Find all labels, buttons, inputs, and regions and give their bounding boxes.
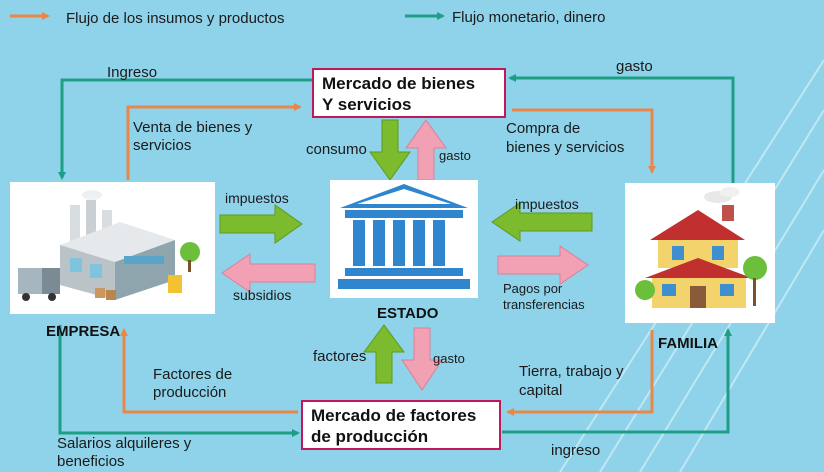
arrow-gasto-top	[405, 119, 447, 181]
label-salarios-line1: Salarios alquileres y	[57, 435, 192, 452]
label-factores-prod-line1: Factores de	[153, 366, 233, 383]
label-ingreso-top: Ingreso	[107, 64, 158, 81]
label-venta-line1: Venta de bienes y	[133, 119, 253, 136]
arrow-factores	[363, 324, 405, 384]
mercado-bienes-box: Mercado de bienes Y servicios	[312, 68, 506, 118]
arrow-gasto-bottom	[401, 327, 443, 391]
label-subsidios: subsidios	[233, 287, 292, 303]
label-factores-prod-line2: producción	[153, 384, 227, 401]
label-pagos-line2: transferencias	[503, 297, 585, 312]
arrow-impuestos-right	[491, 202, 593, 242]
label-tierra-line2: capital	[519, 382, 563, 399]
label-consumo: consumo	[306, 141, 367, 158]
mercado-bienes-line1: Mercado de bienes	[322, 74, 476, 93]
label-gasto-estado-top: gasto	[439, 148, 471, 163]
government-building-icon	[330, 180, 478, 298]
label-salarios-line2: beneficios	[57, 453, 125, 470]
arrow-subsidios	[221, 253, 316, 293]
mercado-factores-line1: Mercado de factores	[311, 406, 477, 425]
factory-icon	[18, 190, 200, 301]
familia-label: FAMILIA	[658, 335, 718, 352]
flow-ingreso-top	[58, 78, 314, 180]
estado-label: ESTADO	[377, 305, 439, 322]
legend-insumos-label: Flujo de los insumos y productos	[66, 10, 285, 27]
label-compra-line1: Compra de	[506, 120, 581, 137]
mercado-factores-box: Mercado de factores de producción	[301, 400, 501, 450]
label-impuestos-left: impuestos	[225, 190, 289, 206]
label-factores: factores	[313, 348, 367, 365]
empresa-label: EMPRESA	[46, 323, 120, 340]
flow-salarios	[58, 325, 300, 437]
label-venta-line2: servicios	[133, 137, 192, 154]
flow-venta	[126, 103, 302, 180]
legend-monetario-label: Flujo monetario, dinero	[452, 9, 606, 26]
label-ingreso-bottom: ingreso	[551, 442, 601, 459]
label-tierra-line1: Tierra, trabajo y	[519, 363, 624, 380]
arrow-pagos	[497, 245, 589, 285]
flow-compra	[512, 108, 656, 174]
house-icon	[635, 187, 767, 308]
arrow-impuestos-left	[219, 204, 303, 244]
label-compra-line2: bienes y servicios	[506, 139, 625, 156]
label-gasto-estado-bottom: gasto	[433, 351, 465, 366]
mercado-factores-line2: de producción	[311, 427, 429, 446]
flow-ingreso-bottom	[502, 328, 732, 434]
arrow-consumo	[369, 119, 411, 181]
mercado-bienes-line2: Y servicios	[322, 95, 412, 114]
flow-tierra-trabajo	[506, 330, 654, 416]
label-gasto-top: gasto	[616, 58, 653, 75]
label-pagos-line1: Pagos por	[503, 281, 563, 296]
label-impuestos-right: impuestos	[515, 196, 579, 212]
flow-gasto-top	[508, 74, 735, 183]
flow-factores-produccion	[120, 328, 298, 414]
